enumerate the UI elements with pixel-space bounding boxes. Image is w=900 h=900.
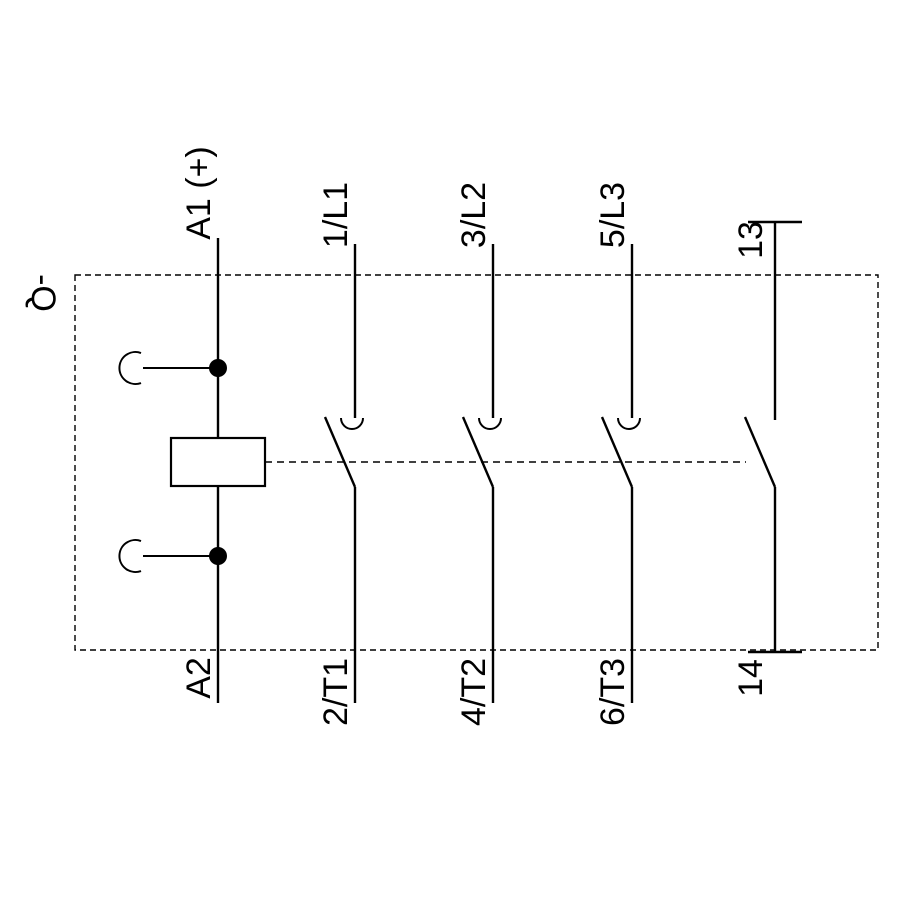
pole2-fixed-contact-arc-icon — [478, 417, 502, 430]
device-designation-label: -Q — [24, 274, 62, 312]
pole1-fixed-contact-arc-icon — [340, 417, 364, 430]
aux-contact-branch: 13 14 — [732, 220, 802, 697]
main-pole-2: 3/L2 4/T2 — [455, 182, 502, 726]
device-boundary — [74, 274, 879, 651]
terminal-label-a1: A1 (+) — [180, 146, 218, 240]
coil-symbol — [169, 436, 267, 488]
terminal-label-1l1: 1/L1 — [317, 182, 355, 248]
terminal-label-13: 13 — [732, 221, 770, 259]
terminal-label-14: 14 — [732, 659, 770, 697]
terminal-label-5l3: 5/L3 — [594, 182, 632, 248]
clip-connector-icon-top — [118, 351, 142, 385]
pole2-moving-contact-blade — [461, 416, 495, 488]
terminal-label-4t2: 4/T2 — [455, 658, 493, 726]
terminal-label-3l2: 3/L2 — [455, 182, 493, 248]
clip-connector-icon-bottom — [118, 539, 142, 573]
pole3-moving-contact-blade — [600, 416, 634, 488]
main-pole-3: 5/L3 6/T3 — [594, 182, 641, 726]
terminal-label-6t3: 6/T3 — [594, 658, 632, 726]
coil-branch: A1 (+) A2 — [118, 146, 267, 703]
main-pole-1: 1/L1 2/T1 — [317, 182, 364, 726]
pole3-fixed-contact-arc-icon — [617, 417, 641, 430]
terminal-label-a2: A2 — [180, 657, 218, 699]
pole1-moving-contact-blade — [323, 416, 357, 488]
terminal-label-2t1: 2/T1 — [317, 658, 355, 726]
aux-moving-contact-blade — [743, 416, 777, 488]
